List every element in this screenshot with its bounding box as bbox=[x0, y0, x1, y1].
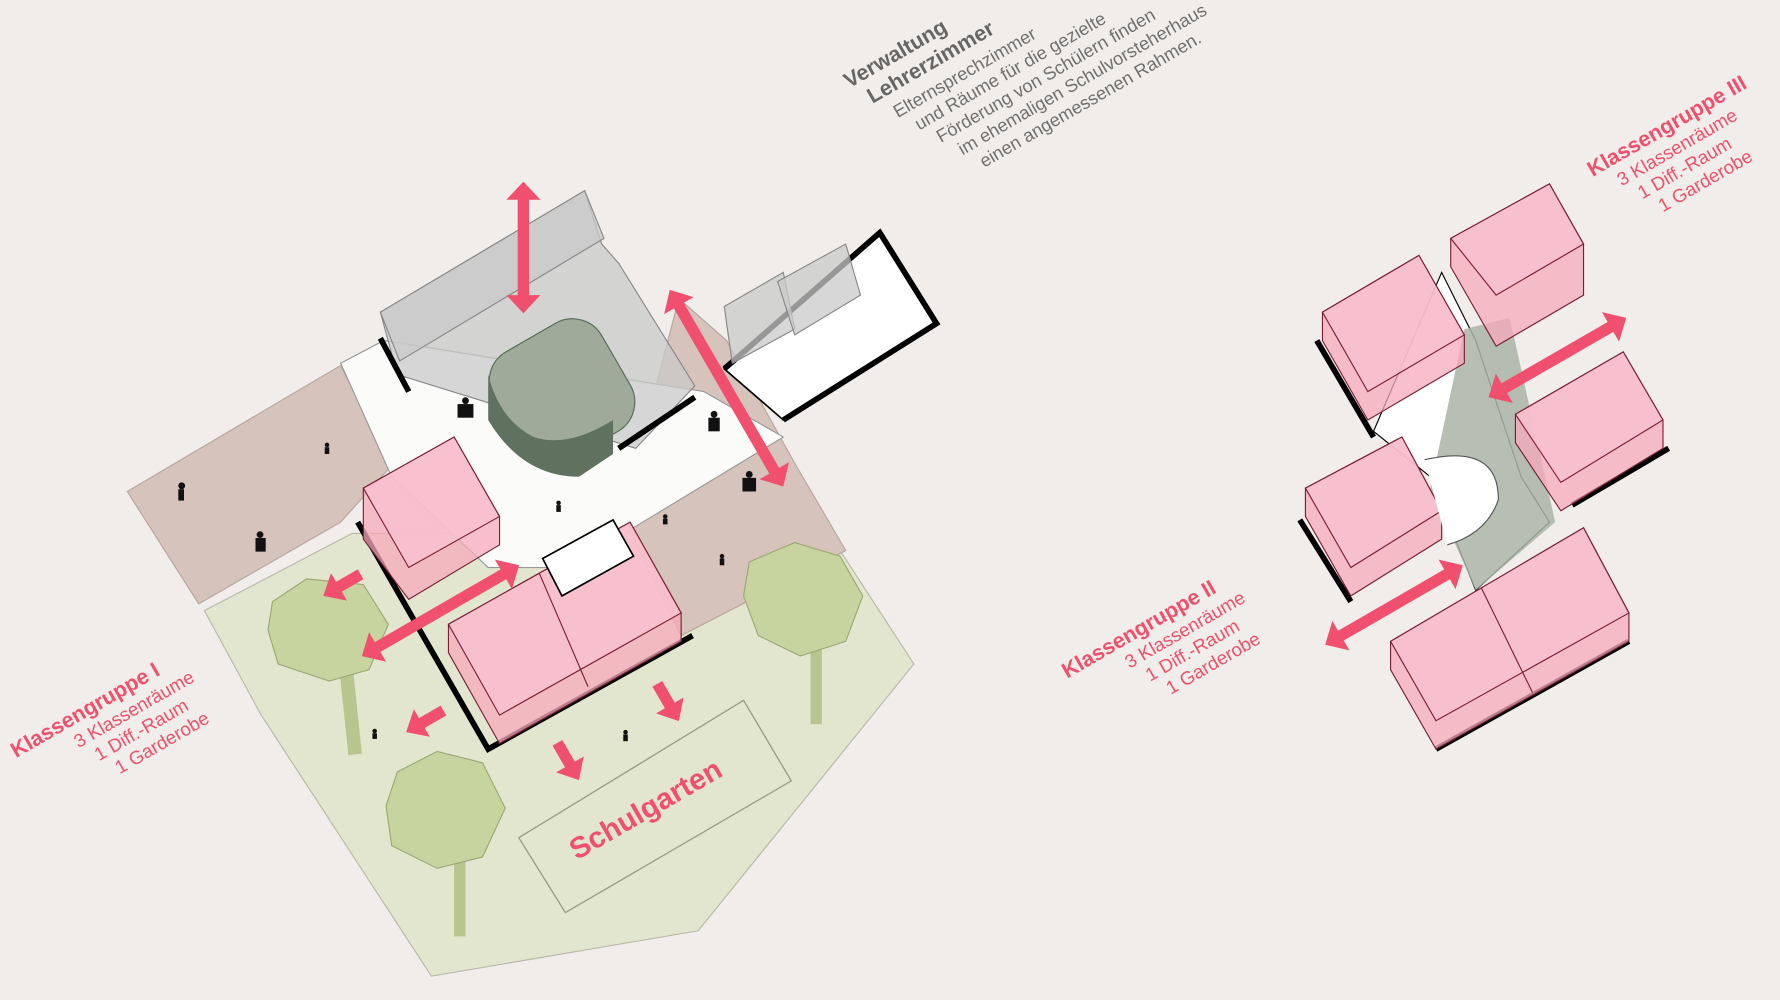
double-arrow-icon bbox=[1325, 559, 1463, 651]
double-arrow-icon bbox=[361, 559, 520, 662]
tree bbox=[742, 541, 864, 725]
class-group-1 bbox=[355, 436, 694, 753]
tree bbox=[385, 750, 506, 937]
class-group-2-label: Klassengruppe II 3 Klassenräume 1 Diff.-… bbox=[1057, 575, 1264, 699]
people-figures bbox=[178, 397, 757, 742]
class-group-3-label: Klassengruppe III 3 Klassenräume 1 Diff.… bbox=[1583, 70, 1756, 216]
core-volume-side bbox=[488, 374, 614, 477]
double-arrow-icon bbox=[506, 181, 541, 314]
tree bbox=[267, 578, 389, 756]
double-arrow-icon bbox=[1488, 312, 1627, 403]
arrow-icon bbox=[652, 680, 684, 722]
schoolgarden-bed bbox=[517, 699, 793, 914]
circulation-arrows bbox=[323, 181, 789, 781]
arrow-icon bbox=[323, 569, 364, 601]
double-arrow-icon bbox=[664, 289, 789, 487]
arrow-icon bbox=[406, 705, 447, 737]
arrow-icon bbox=[552, 739, 584, 781]
verwaltung-label: Verwaltung Lehrerzimmer Elternsprechzimm… bbox=[839, 0, 1210, 171]
class-cluster-right bbox=[1297, 183, 1671, 752]
class-group-1-label: Klassengruppe I 3 Klassenräume 1 Diff.-R… bbox=[6, 657, 213, 778]
old-schoolhouse bbox=[722, 228, 941, 423]
